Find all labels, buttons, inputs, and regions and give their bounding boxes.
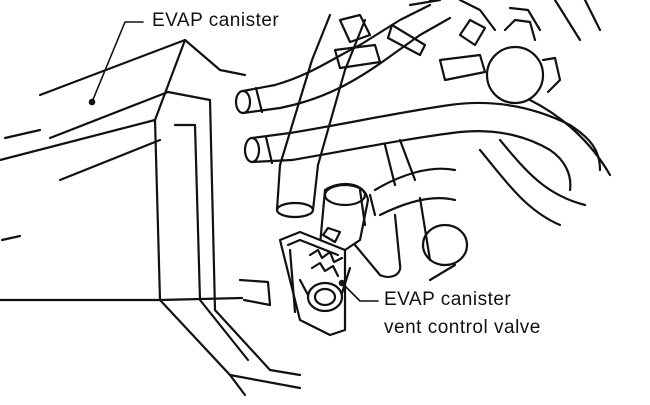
leader-canister <box>88 21 144 106</box>
leader-valve <box>338 279 379 302</box>
right-side-lines <box>428 0 602 227</box>
vent-pipe <box>275 13 367 219</box>
canister-port-lower <box>243 101 602 192</box>
canister-port-upper <box>234 3 452 115</box>
evap-canister-label: EVAP canister <box>152 10 280 31</box>
round-component <box>485 6 612 177</box>
vent-control-valve <box>278 182 370 337</box>
evap-canister-body <box>0 38 302 397</box>
vent-control-valve-label-line1: EVAP canister <box>384 289 512 310</box>
cross-hose <box>353 138 469 282</box>
vent-control-valve-label-line2: vent control valve <box>384 317 541 338</box>
upper-hose-clamps <box>333 0 497 82</box>
